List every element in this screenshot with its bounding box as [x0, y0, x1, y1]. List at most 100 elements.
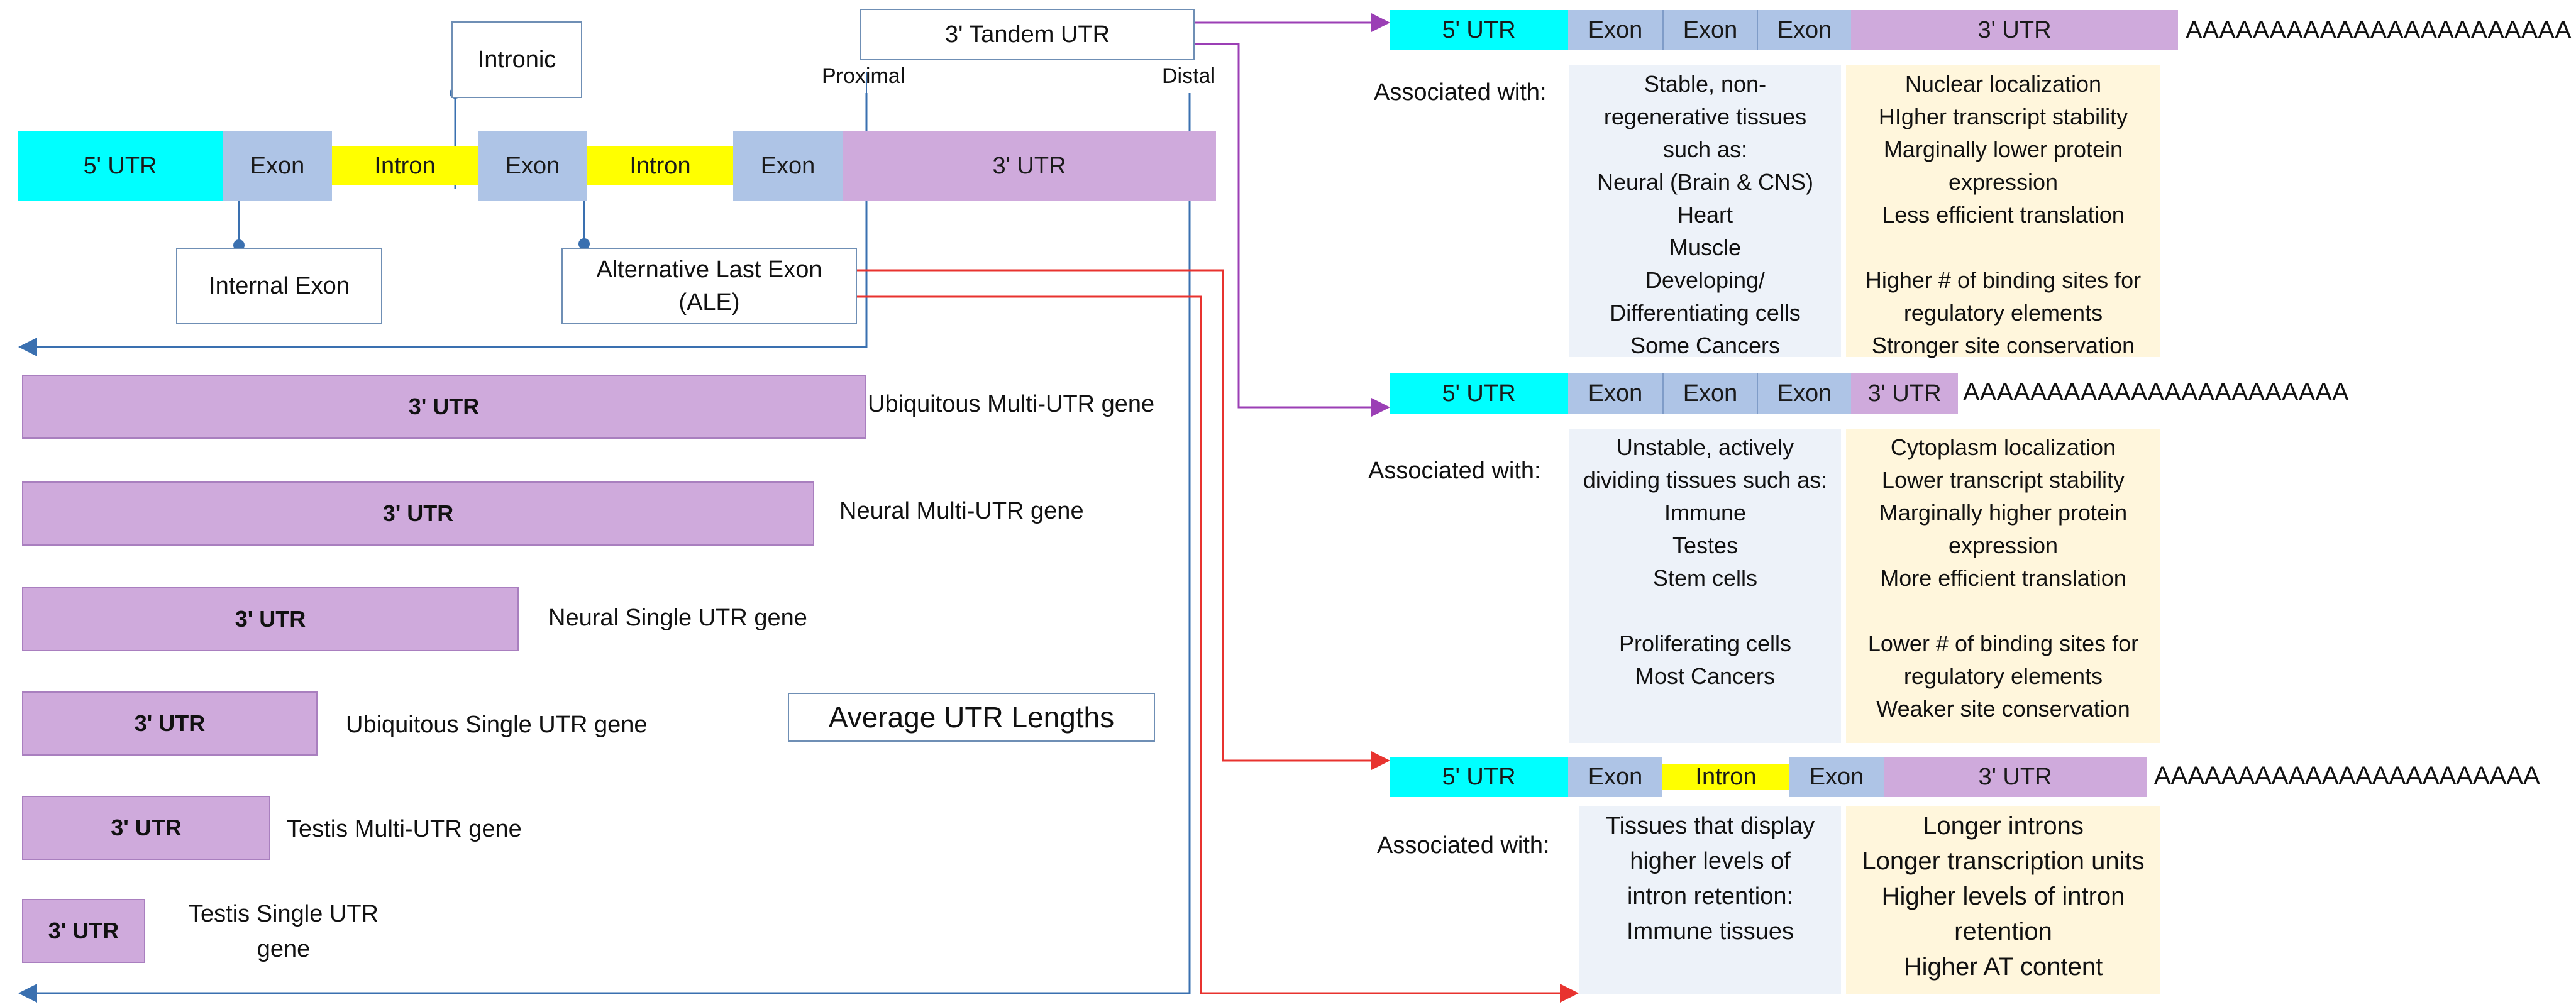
isoform-3-tissue-line: Tissues that display	[1605, 813, 1815, 839]
distal-line	[18, 93, 1191, 1003]
utr-bar-ubiquitous-multi: 3' UTR	[22, 375, 866, 439]
isoform-1-feature-line: Marginally lower protein	[1883, 136, 2123, 162]
isoform-1-exon-2: Exon	[1662, 10, 1757, 50]
isoform-2-tissue-line: Immune	[1664, 500, 1747, 526]
isoform-3-feature-line: Higher levels of intron	[1881, 883, 2125, 910]
gene-3utr: 3' UTR	[843, 131, 1216, 201]
isoform-2-polyA-tail: AAAAAAAAAAAAAAAAAAAAAAA	[1963, 378, 2349, 406]
isoform-2-feature-panel: Cytoplasm localization Lower transcript …	[1846, 429, 2160, 743]
isoform-1-5utr: 5' UTR	[1390, 10, 1568, 50]
isoform-1-tissue-line: Muscle	[1669, 234, 1742, 260]
utr-bar-label-neural-single: Neural Single UTR gene	[548, 605, 807, 631]
gene-model: 5' UTR Exon Intron Exon Intron Exon 3' U…	[18, 131, 1216, 201]
isoform-3-feature-line: retention	[1954, 918, 2052, 945]
isoform-3-3utr: 3' UTR	[1884, 757, 2147, 797]
isoform-2-tissue-line: Stem cells	[1652, 565, 1758, 591]
isoform-2-tissue-line: Testes	[1672, 532, 1739, 558]
isoform-2-tissue-line	[1569, 595, 1841, 627]
isoform-2-feature-line: Lower transcript stability	[1881, 467, 2125, 493]
isoform-1-tissue-line: Some Cancers	[1630, 333, 1781, 358]
isoform-2-3utr: 3' UTR	[1851, 373, 1958, 414]
isoform-1: 5' UTR Exon Exon Exon 3' UTR	[1390, 10, 2182, 50]
utr-bar-label-ubiquitous-multi: Ubiquitous Multi-UTR gene	[868, 391, 1155, 417]
isoform-3-tissue-panel: Tissues that display higher levels of in…	[1579, 806, 1841, 994]
isoform-3-exon-1: Exon	[1568, 757, 1662, 797]
isoform-2-tissue-panel: Unstable, actively dividing tissues such…	[1569, 429, 1841, 743]
isoform-2-feature-line: More efficient translation	[1880, 565, 2126, 591]
isoform-1-feature-line: Stronger site conservation	[1871, 333, 2135, 358]
ale-to-bottom-line	[856, 295, 1579, 1003]
gene-exon-2: Exon	[478, 131, 587, 201]
isoform-2-exon-3: Exon	[1757, 373, 1851, 414]
isoform-1-feature-line: expression	[1948, 169, 2059, 195]
isoform-1-associated-label: Associated with:	[1374, 79, 1547, 106]
utr-bar-label-neural-multi: Neural Multi-UTR gene	[839, 498, 1084, 524]
utr-bar-testis-multi: 3' UTR	[22, 796, 270, 860]
isoform-3-feature-panel: Longer introns Longer transcription unit…	[1846, 806, 2160, 994]
tandem-to-isoform2-line	[1195, 43, 1390, 417]
isoform-3-5utr: 5' UTR	[1390, 757, 1568, 797]
ale-callout-line2: (ALE)	[678, 289, 740, 316]
isoform-1-tissue-panel: Stable, non- regenerative tissues such a…	[1569, 65, 1841, 358]
isoform-3-feature-line: Longer transcription units	[1862, 847, 2145, 875]
tandem-utr-callout: 3' Tandem UTR	[860, 9, 1195, 60]
isoform-2-feature-line	[1846, 595, 2160, 627]
isoform-1-exon-3: Exon	[1757, 10, 1851, 50]
isoform-1-feature-line: Higher # of binding sites for	[1865, 267, 2142, 293]
utr-bar-ubiquitous-single: 3' UTR	[22, 691, 318, 756]
utr-bar-label-ubiquitous-single: Ubiquitous Single UTR gene	[346, 712, 648, 738]
utr-bar-neural-single: 3' UTR	[22, 587, 519, 651]
utr-bar-label-testis-single-line1: Testis Single UTR	[189, 901, 379, 927]
isoform-2-exon-1: Exon	[1568, 373, 1662, 414]
isoform-3-associated-label: Associated with:	[1377, 832, 1550, 859]
isoform-1-3utr: 3' UTR	[1851, 10, 2178, 50]
utr-bar-neural-multi: 3' UTR	[22, 481, 814, 546]
gene-5utr: 5' UTR	[18, 131, 223, 201]
gene-intron-2: Intron	[587, 146, 733, 185]
isoform-2-tissue-line: Proliferating cells	[1618, 630, 1792, 656]
utr-bar-label-testis-single-line2: gene	[257, 936, 311, 962]
isoform-3-tissue-line: Immune tissues	[1626, 918, 1794, 945]
isoform-1-tissue-line: Differentiating cells	[1610, 300, 1801, 326]
isoform-3-tissue-line: higher levels of	[1630, 848, 1791, 874]
utr-bar-testis-single: 3' UTR	[22, 899, 145, 963]
isoform-3-tissue-line: intron retention:	[1627, 883, 1794, 910]
ale-callout-line1: Alternative Last Exon	[596, 256, 822, 283]
isoform-2-feature-line: Marginally higher protein	[1879, 500, 2128, 526]
isoform-1-tissue-line: such as:	[1662, 136, 1748, 162]
ale-callout: Alternative Last Exon (ALE)	[561, 248, 857, 324]
isoform-2-feature-line: expression	[1948, 532, 2059, 558]
isoform-3-feature-line: Higher AT content	[1903, 953, 2103, 981]
ale-to-isoform3-line	[856, 269, 1390, 770]
average-utr-lengths-title: Average UTR Lengths	[788, 693, 1155, 742]
isoform-1-tissue-line: Neural (Brain & CNS)	[1596, 169, 1814, 195]
isoform-1-tissue-line: regenerative tissues	[1603, 104, 1807, 129]
isoform-1-feature-line: Less efficient translation	[1882, 202, 2125, 228]
isoform-2-tissue-line: Unstable, actively	[1616, 434, 1794, 460]
isoform-1-feature-line: HIgher transcript stability	[1878, 104, 2128, 129]
isoform-1-tissue-line: Heart	[1677, 202, 1733, 228]
utr-bar-label-testis-multi: Testis Multi-UTR gene	[287, 816, 522, 842]
gene-exon-1: Exon	[223, 131, 332, 201]
isoform-2-tissue-line: Most Cancers	[1635, 663, 1776, 689]
internal-exon-callout: Internal Exon	[176, 248, 382, 324]
isoform-1-feature-line	[1846, 231, 2160, 264]
isoform-1-feature-panel: Nuclear localization HIgher transcript s…	[1846, 65, 2160, 358]
isoform-1-polyA-tail: AAAAAAAAAAAAAAAAAAAAAAA	[2186, 16, 2572, 44]
isoform-2-feature-line: regulatory elements	[1903, 663, 2103, 689]
isoform-1-tissue-line: Developing/	[1645, 267, 1766, 293]
gene-exon-3: Exon	[733, 131, 843, 201]
isoform-2: 5' UTR Exon Exon Exon 3' UTR	[1390, 373, 1962, 414]
proximal-label: Proximal	[822, 64, 905, 88]
isoform-2-tissue-line: dividing tissues such as:	[1583, 467, 1828, 493]
isoform-1-feature-line: Nuclear localization	[1904, 71, 2102, 97]
isoform-2-exon-2: Exon	[1662, 373, 1757, 414]
isoform-3-exon-2: Exon	[1789, 757, 1884, 797]
gene-intron-1: Intron	[332, 146, 478, 185]
isoform-2-associated-label: Associated with:	[1368, 458, 1541, 484]
intronic-callout: Intronic	[451, 21, 582, 98]
isoform-1-exon-1: Exon	[1568, 10, 1662, 50]
isoform-2-feature-line: Weaker site conservation	[1876, 696, 2130, 722]
isoform-1-tissue-line: Stable, non-	[1644, 71, 1767, 97]
utr-bar-label-testis-single: Testis Single UTR gene	[189, 896, 379, 967]
